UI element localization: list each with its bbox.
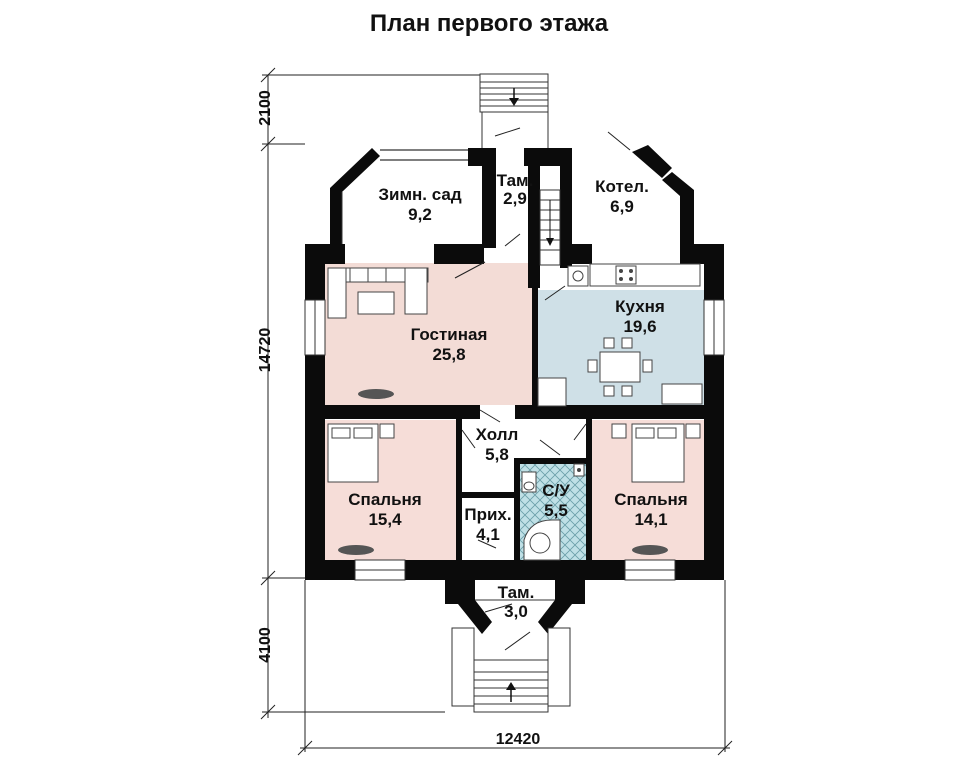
- room-name-entry: Прих.: [464, 505, 511, 524]
- stairs: [451, 73, 571, 713]
- door-swings: [454, 127, 631, 651]
- room-area-vestibule-top: 2,9: [503, 189, 527, 208]
- walls: [304, 110, 725, 634]
- room-area-winter-garden: 9,2: [408, 205, 432, 224]
- room-area-vestibule-bottom: 3,0: [504, 602, 528, 621]
- living-furniture: [327, 267, 429, 399]
- room-area-kitchen: 19,6: [623, 317, 656, 336]
- room-name-boiler: Котел.: [595, 177, 649, 196]
- bathroom-fixtures: [521, 463, 585, 561]
- room-labels: Зимн. сад 9,2 Там. 2,9 Котел. 6,9 Гостин…: [348, 171, 687, 621]
- dim-bottom: 4100: [257, 627, 274, 663]
- room-area-wc: 5,5: [544, 501, 568, 520]
- room-name-hall: Холл: [476, 425, 519, 444]
- dim-width: 12420: [496, 731, 541, 748]
- room-name-vestibule-bottom: Там.: [498, 583, 535, 602]
- dim-top: 2100: [257, 90, 274, 126]
- plan-title: План первого этажа: [369, 10, 609, 37]
- room-name-kitchen: Кухня: [615, 297, 665, 316]
- room-name-vestibule-top: Там.: [497, 171, 534, 190]
- room-area-boiler: 6,9: [610, 197, 634, 216]
- room-name-living: Гостиная: [411, 325, 488, 344]
- room-area-living: 25,8: [432, 345, 465, 364]
- room-area-entry: 4,1: [476, 525, 500, 544]
- bedroom-furniture: [327, 423, 701, 555]
- living-room-fill: [324, 263, 532, 405]
- room-area-hall: 5,8: [485, 445, 509, 464]
- room-area-bedroom-right: 14,1: [634, 510, 667, 529]
- room-name-bedroom-right: Спальня: [614, 490, 687, 509]
- room-name-wc: С/У: [542, 481, 570, 500]
- kitchen-furniture: [537, 263, 703, 407]
- room-name-winter-garden: Зимн. сад: [378, 185, 462, 204]
- room-area-bedroom-left: 15,4: [368, 510, 402, 529]
- dim-middle: 14720: [257, 328, 274, 373]
- dimension-lines: [260, 67, 733, 756]
- room-name-bedroom-left: Спальня: [348, 490, 421, 509]
